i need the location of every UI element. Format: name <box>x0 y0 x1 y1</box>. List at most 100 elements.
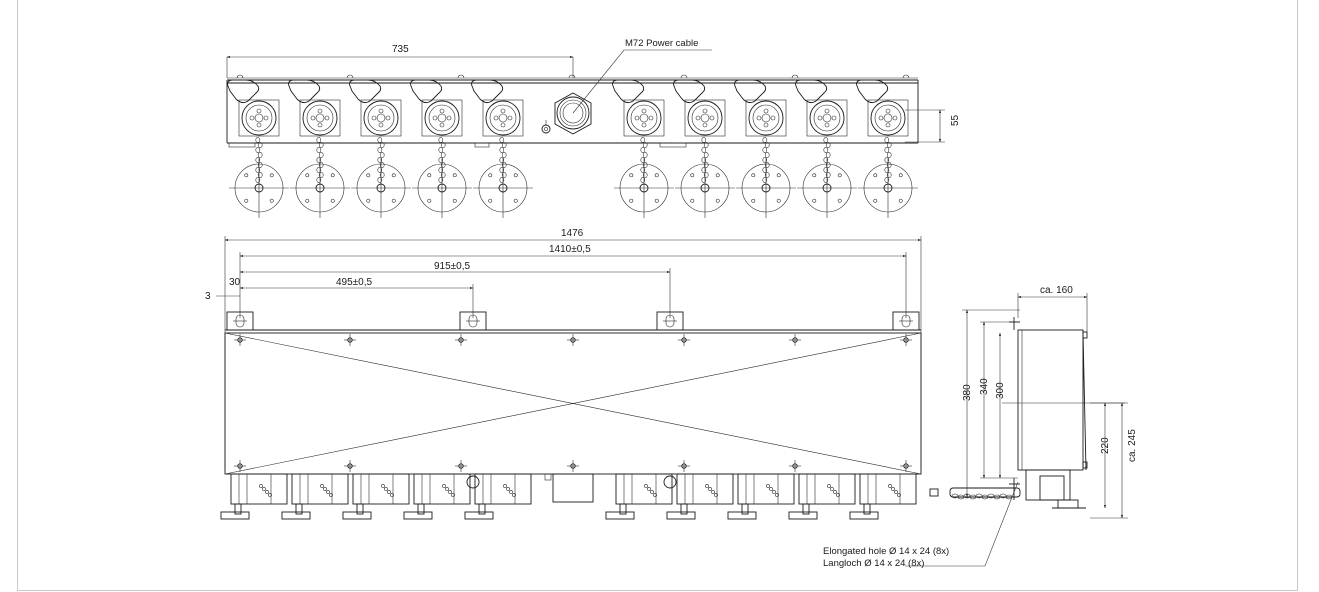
bottom-chain-link <box>772 490 776 494</box>
socket-pin <box>317 108 323 114</box>
chain-link <box>377 157 383 163</box>
socket-cap <box>290 158 350 218</box>
chain-link <box>701 157 707 163</box>
chain-link <box>257 162 263 168</box>
socket <box>734 79 787 183</box>
cap-center <box>498 183 508 193</box>
socket-cap <box>797 158 857 218</box>
socket-pin <box>371 115 377 121</box>
socket <box>349 79 402 183</box>
bottom-socket-body <box>859 473 917 505</box>
socket-body <box>241 100 277 136</box>
dim-340-label: 340 <box>979 378 990 395</box>
chain-link <box>440 142 446 148</box>
cap-hole <box>812 198 817 203</box>
socket-handle <box>227 79 260 104</box>
cap-hole <box>715 173 720 178</box>
chain-link <box>318 162 324 168</box>
socket-face <box>428 104 456 132</box>
bottom-chain-link <box>329 493 333 497</box>
socket-handle <box>856 79 889 104</box>
cap-hole <box>269 198 274 203</box>
chain-link <box>501 162 507 168</box>
bottom-chain-link <box>503 484 507 488</box>
socket-pin <box>817 115 823 121</box>
bottom-socket-body <box>413 473 471 505</box>
socket-pin <box>831 115 837 121</box>
bottom-chain-link <box>262 487 266 491</box>
chain-link <box>438 157 444 163</box>
bottom-chain-link <box>448 490 452 494</box>
socket-body <box>626 100 662 136</box>
bottom-foot-post <box>741 503 749 515</box>
cap-hole <box>513 173 518 178</box>
bottom-gland <box>552 473 594 503</box>
bottom-socket <box>281 473 349 520</box>
chain-link <box>499 157 505 163</box>
socket-pin <box>378 122 384 128</box>
socket <box>673 79 726 183</box>
rail-tab <box>680 74 688 79</box>
socket-pin <box>634 115 640 121</box>
cable-label: M72 Power cable <box>625 38 698 49</box>
cap-hole <box>873 173 878 178</box>
socket-mount <box>238 99 280 137</box>
bottom-socket <box>849 473 917 520</box>
bottom-chain-link <box>647 487 651 491</box>
bottom-socket <box>666 473 734 520</box>
side-bottom-socket <box>1039 475 1065 501</box>
rail-bracket <box>474 142 490 148</box>
cap-hole <box>751 173 756 178</box>
chain-link <box>762 137 768 143</box>
bottom-foot <box>666 511 696 520</box>
socket-pin <box>317 122 323 128</box>
socket-pin <box>500 108 506 114</box>
cap-hole <box>715 198 720 203</box>
bottom-chain-link <box>268 493 272 497</box>
socket-handle <box>795 79 828 104</box>
chain-link <box>642 172 648 178</box>
cap-hole <box>244 173 249 178</box>
chain-link <box>379 162 385 168</box>
bottom-foot <box>464 511 494 520</box>
cable-leader <box>572 49 712 114</box>
cap-center <box>883 183 893 193</box>
rail-tab <box>791 74 799 79</box>
chain-link <box>823 167 829 173</box>
socket-face <box>306 104 334 132</box>
bottom-chain-link <box>644 484 648 488</box>
socket-pin <box>446 115 452 121</box>
chain-link <box>377 177 383 183</box>
dim-ca160-label: ca. 160 <box>1040 285 1073 296</box>
chain-link <box>764 172 770 178</box>
bottom-chain-link <box>509 490 513 494</box>
socket-pin <box>885 108 891 114</box>
bottom-chain-link <box>387 490 391 494</box>
chain-link <box>823 157 829 163</box>
side-housing-slope <box>1082 332 1087 471</box>
cap-hole <box>427 173 432 178</box>
cap-center <box>254 183 264 193</box>
cap-hole <box>751 198 756 203</box>
socket-body <box>424 100 460 136</box>
chain-link <box>316 137 322 143</box>
socket-body <box>363 100 399 136</box>
chain-link <box>703 172 709 178</box>
bottom-chain-link <box>891 487 895 491</box>
side-plug-tip <box>929 488 939 497</box>
chain-link <box>640 167 646 173</box>
chain-link <box>440 162 446 168</box>
dim-55-label: 55 <box>950 114 961 126</box>
rail-tab <box>457 74 465 79</box>
chain-link <box>255 147 261 153</box>
bottom-socket-body <box>291 473 349 505</box>
cap-center <box>437 183 447 193</box>
chain-link <box>640 157 646 163</box>
chain-link <box>379 172 385 178</box>
side-chain <box>951 493 1013 500</box>
dim-ca245-label: ca. 245 <box>1127 429 1138 462</box>
chain-link <box>499 137 505 143</box>
bottom-chain-link <box>506 487 510 491</box>
rail-tab <box>346 74 354 79</box>
